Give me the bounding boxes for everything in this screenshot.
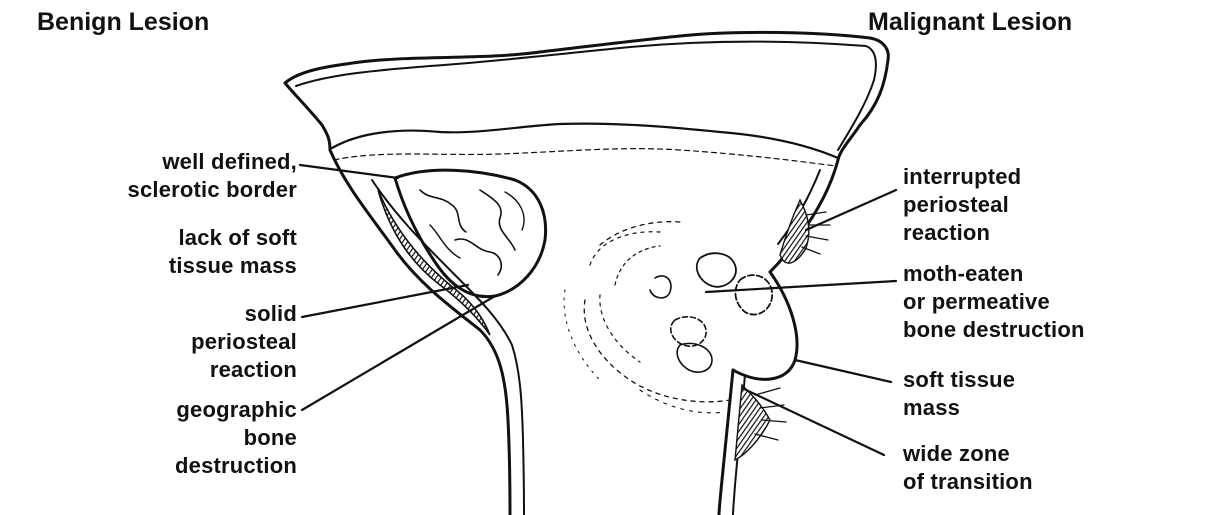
- label-line: solid: [191, 300, 297, 328]
- label-line: of transition: [903, 468, 1033, 496]
- label-line: lack of soft: [169, 224, 297, 252]
- label-line: tissue mass: [169, 252, 297, 280]
- label-line: moth-eaten: [903, 260, 1085, 288]
- label-line: well defined,: [128, 148, 297, 176]
- label-solid-periosteal-reaction: solid periosteal reaction: [191, 300, 297, 384]
- leader-lines: [300, 165, 896, 455]
- label-line: periosteal: [191, 328, 297, 356]
- label-line: destruction: [175, 452, 297, 480]
- label-interrupted-periosteal-reaction: interrupted periosteal reaction: [903, 163, 1021, 247]
- label-line: or permeative: [903, 288, 1085, 316]
- label-line: bone destruction: [903, 316, 1085, 344]
- benign-lesion-heading: Benign Lesion: [37, 7, 209, 37]
- label-moth-eaten-permeative-destruction: moth-eaten or permeative bone destructio…: [903, 260, 1085, 344]
- label-line: interrupted: [903, 163, 1021, 191]
- label-line: soft tissue: [903, 366, 1015, 394]
- label-line: periosteal: [903, 191, 1021, 219]
- benign-lesion: [378, 170, 546, 335]
- label-line: reaction: [191, 356, 297, 384]
- label-soft-tissue-mass: soft tissue mass: [903, 366, 1015, 422]
- label-geographic-bone-destruction: geographic bone destruction: [175, 396, 297, 480]
- label-wide-zone-of-transition: wide zone of transition: [903, 440, 1033, 496]
- label-line: wide zone: [903, 440, 1033, 468]
- label-well-defined-sclerotic-border: well defined, sclerotic border: [128, 148, 297, 204]
- label-line: geographic: [175, 396, 297, 424]
- malignant-lesion-heading: Malignant Lesion: [868, 7, 1072, 37]
- label-line: reaction: [903, 219, 1021, 247]
- label-line: mass: [903, 394, 1015, 422]
- label-line: bone: [175, 424, 297, 452]
- label-line: sclerotic border: [128, 176, 297, 204]
- malignant-lesion: [564, 200, 830, 460]
- label-lack-of-soft-tissue-mass: lack of soft tissue mass: [169, 224, 297, 280]
- bone-outline: [285, 32, 888, 515]
